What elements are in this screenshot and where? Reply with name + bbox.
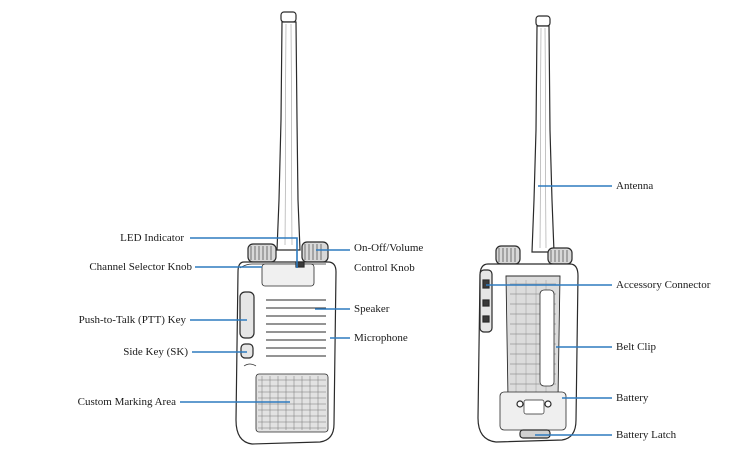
label-led-indicator: LED Indicator <box>120 232 184 244</box>
label-battery-latch: Battery Latch <box>616 429 677 441</box>
leader-led-indicator <box>190 237 298 268</box>
front-volume-knob <box>301 241 329 263</box>
label-channel-selector-knob: Channel Selector Knob <box>89 261 192 273</box>
back-belt-clip <box>505 275 561 399</box>
leader-lines <box>180 185 612 436</box>
label-antenna: Antenna <box>616 180 654 192</box>
label-belt-clip: Belt Clip <box>616 341 657 353</box>
back-knobs <box>495 245 573 265</box>
back-radio <box>477 15 579 443</box>
front-ptt-key <box>239 291 255 339</box>
label-accessory-connector: Accessory Connector <box>616 279 711 291</box>
front-antenna <box>276 11 301 251</box>
label-speaker: Speaker <box>354 303 390 315</box>
front-side-key <box>240 343 254 359</box>
front-radio <box>235 11 337 445</box>
label-ptt-key: Push-to-Talk (PTT) Key <box>78 314 186 326</box>
back-battery <box>499 391 567 431</box>
front-channel-knob <box>247 243 277 263</box>
back-antenna <box>531 15 555 253</box>
label-on-off-volume-line1: On-Off/Volume <box>354 242 424 254</box>
front-speaker-grille <box>266 299 326 357</box>
label-custom-marking-area: Custom Marking Area <box>77 396 176 408</box>
label-side-key: Side Key (SK) <box>123 346 188 358</box>
back-battery-latch <box>519 429 551 439</box>
back-accessory-connector <box>479 269 493 333</box>
front-marking-area <box>255 373 329 433</box>
label-microphone: Microphone <box>354 332 408 344</box>
label-battery: Battery <box>616 392 649 404</box>
label-on-off-volume-line2: Control Knob <box>354 262 415 274</box>
